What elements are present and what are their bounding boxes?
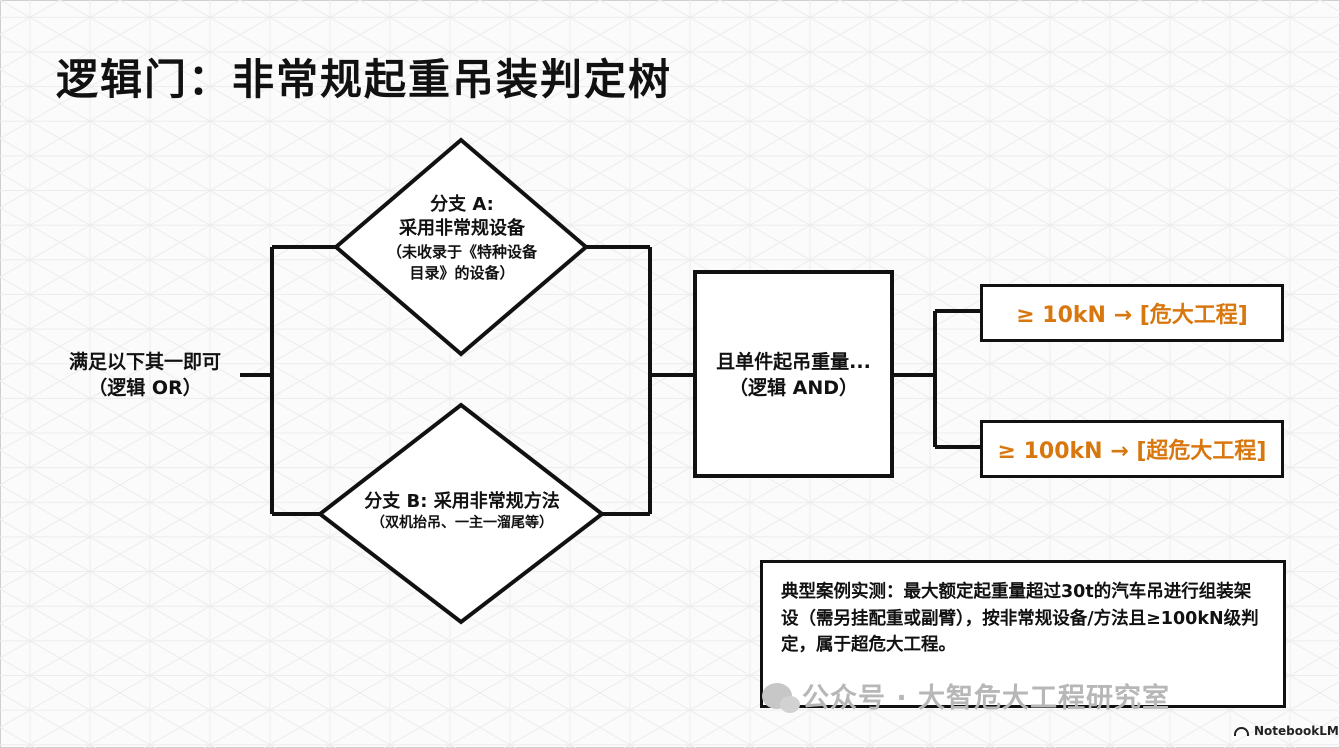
branch-a-diamond [332,137,590,357]
watermark: 公众号 · 大智危大工程研究室 [762,676,1170,715]
page-title: 逻辑门：非常规起重吊装判定树 [56,55,673,104]
branch-a-label: 分支 A: 采用非常规设备 （未收录于《特种设备 目录》的设备） [362,193,562,285]
and-node-label: 且单件起吊重量... （逻辑 AND） [697,350,890,401]
branch-a-line2: 采用非常规设备 [399,218,525,240]
branch-a-line4: 目录》的设备） [409,264,515,283]
and-node-line2: （逻辑 AND） [729,376,858,399]
result-box-dangerous: ≥ 10kN → [危大工程] [980,284,1284,342]
branch-b-line1: 分支 B: 采用非常规方法 [364,491,560,512]
or-node-line1: 满足以下其一即可 [68,351,221,373]
branch-b-diamond [316,402,606,625]
branch-a-line3: （未收录于《特种设备 [386,242,537,261]
case-note-box: 典型案例实测：最大额定起重量超过30t的汽车吊进行组装架设（需另挂配重或副臂），… [760,560,1286,708]
or-node-line2: （逻辑 OR） [88,376,202,399]
and-box [693,270,894,478]
branch-b-label: 分支 B: 采用非常规方法 （双机抬吊、一主一溜尾等） [322,490,602,533]
result-box-super-dangerous: ≥ 100kN → [超危大工程] [980,420,1284,478]
connector-lines [240,245,980,516]
wechat-icon [762,682,800,713]
branch-b-line2: （双机抬吊、一主一溜尾等） [371,515,553,532]
notebooklm-icon [1234,726,1249,736]
and-node-line1: 且单件起吊重量... [716,351,871,373]
or-node-label: 满足以下其一即可 （逻辑 OR） [40,350,250,401]
notebooklm-brand-text: NotebookLM [1254,724,1339,738]
watermark-text: 公众号 · 大智危大工程研究室 [802,683,1171,714]
branch-a-line1: 分支 A: [430,194,494,215]
notebooklm-brand: NotebookLM [1234,724,1339,738]
